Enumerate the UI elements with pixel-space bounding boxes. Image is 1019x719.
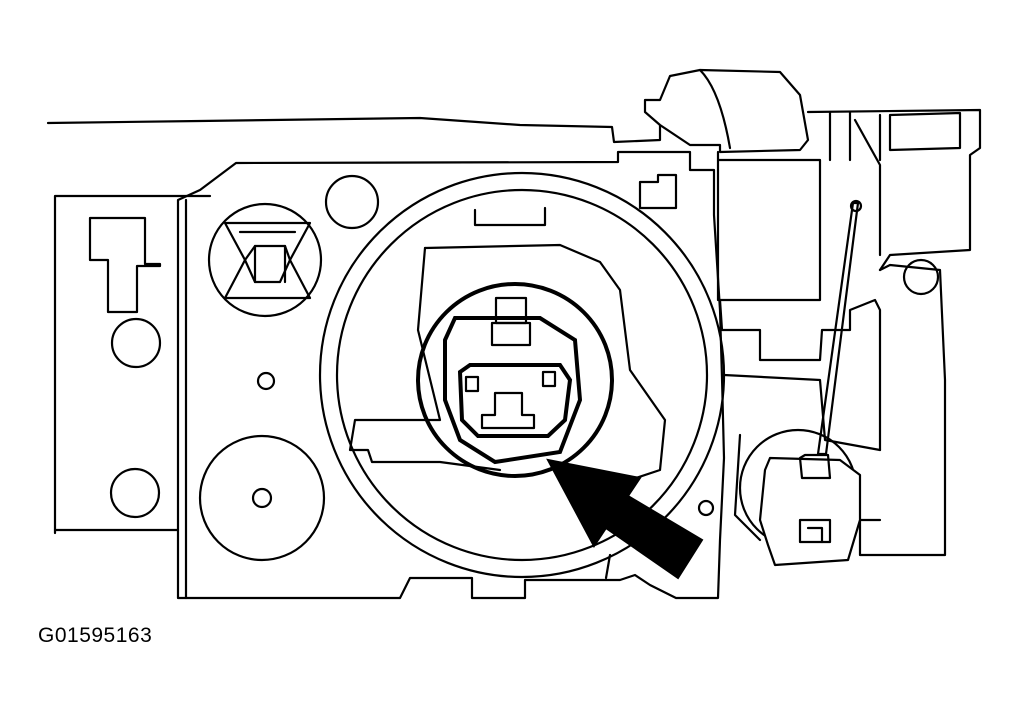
left-mounting-hole-upper [110,317,162,369]
plate-tab [638,173,678,210]
release-lever [758,199,863,567]
small-hole-left [256,371,276,391]
mounting-plate [176,150,726,600]
lower-adjuster-wheel [198,434,326,562]
figure-id-label: G01595163 [38,624,153,647]
left-mounting-hole-lower [109,467,161,519]
adjuster-hex-knob [207,202,323,318]
upper-hole [324,174,380,230]
connector-block [643,68,982,557]
t-bracket [88,216,162,314]
bulb-socket [416,282,614,478]
arrow-indicator [546,458,704,580]
housing-outline [46,116,662,535]
